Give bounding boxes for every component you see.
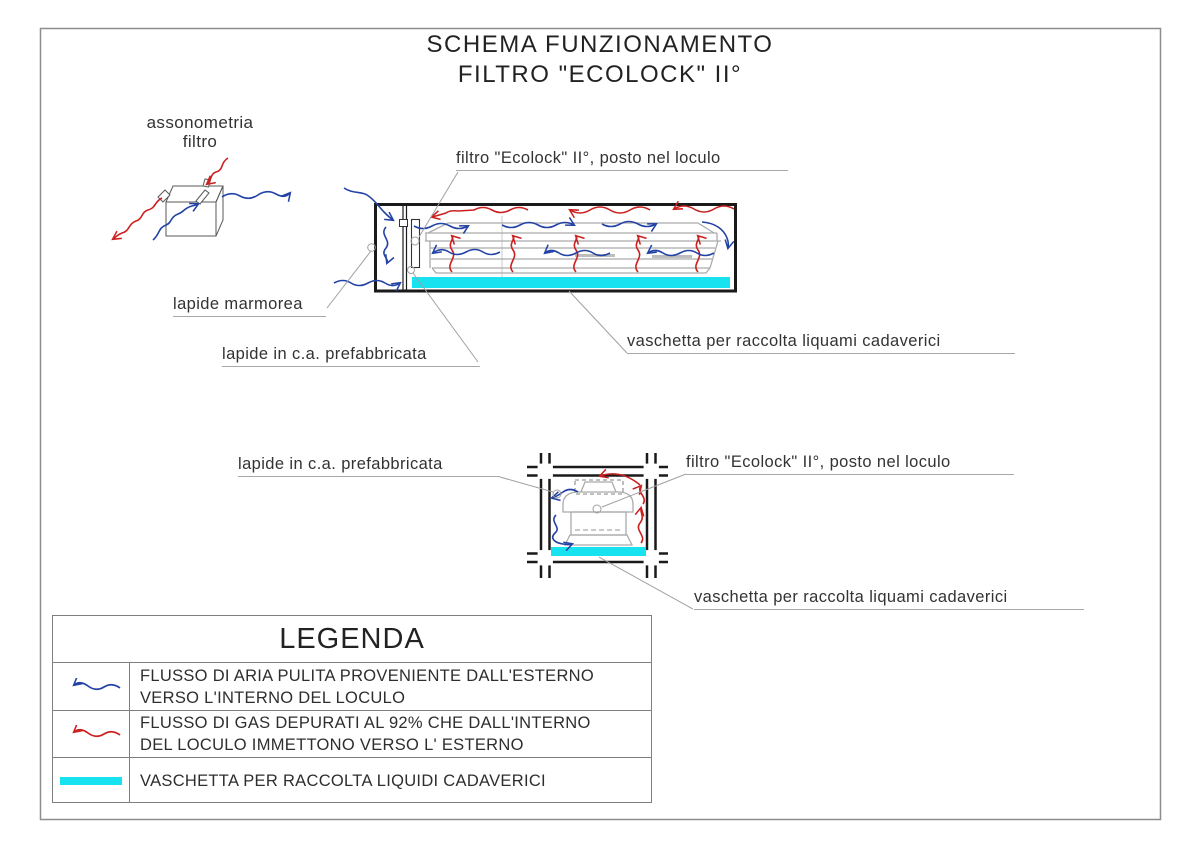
legend-title: LEGENDA	[53, 616, 651, 663]
blue-wavy-arrow-icon	[53, 663, 130, 710]
page-border	[39, 27, 1162, 821]
main-section-air-flow-arrows	[333, 187, 735, 292]
axonometric-air-flow-arrows	[152, 190, 292, 241]
axonometric-filter-cube	[157, 178, 224, 237]
leader-lines	[326, 171, 694, 610]
legend-box: LEGENDA FLUSSO DI ARIA PULITA PROVENIENT…	[52, 615, 652, 803]
vaschetta-strip-main	[412, 277, 730, 288]
cross-section-wall-joints	[537, 463, 659, 566]
label-axonometry: assonometria filtro	[118, 113, 282, 151]
label-axonometry-line2: filtro	[182, 132, 218, 151]
vaschetta-strip-cross	[551, 547, 646, 556]
cross-section-wall-grid	[527, 453, 668, 578]
filter-hidden-outline	[574, 479, 624, 495]
label-filter-bottom: filtro "Ecolock" II°, posto nel loculo	[686, 452, 1014, 475]
title-line-2: FILTRO "ECOLOCK" II°	[457, 61, 743, 88]
title-line-1: SCHEMA FUNZIONAMENTO	[426, 31, 774, 58]
legend-row: FLUSSO DI ARIA PULITA PROVENIENTE DALL'E…	[53, 663, 651, 711]
label-lapide-marmorea: lapide marmorea	[173, 294, 326, 317]
label-lapide-ca-bottom: lapide in c.a. prefabbricata	[238, 454, 500, 477]
cross-section-gas-flow-arrows	[597, 468, 645, 544]
legend-text: FLUSSO DI ARIA PULITA PROVENIENTE DALL'E…	[140, 666, 595, 707]
label-vaschetta-top: vaschetta per raccolta liquami cadaveric…	[627, 331, 1015, 354]
legend-text: FLUSSO DI GAS DEPURATI AL 92% CHE DALL'I…	[140, 714, 591, 754]
label-filter-top: filtro "Ecolock" II°, posto nel loculo	[456, 148, 788, 171]
cyan-bar-icon	[53, 758, 130, 803]
legend-text: VASCHETTA PER RACCOLTA LIQUIDI CADAVERIC…	[140, 771, 546, 790]
axonometric-gas-flow-arrows	[111, 157, 229, 241]
coffin-front-outline	[562, 479, 634, 546]
filter-wall-port	[399, 219, 408, 227]
coffin-plan-outline	[425, 222, 721, 274]
legend-row: FLUSSO DI GAS DEPURATI AL 92% CHE DALL'I…	[53, 711, 651, 758]
label-vaschetta-bottom: vaschetta per raccolta liquami cadaveric…	[694, 587, 1084, 610]
label-lapide-ca-top: lapide in c.a. prefabbricata	[222, 344, 480, 367]
main-section-gas-flow-arrows	[429, 200, 735, 273]
label-axonometry-line1: assonometria	[146, 113, 254, 132]
page-title: SCHEMA FUNZIONAMENTO FILTRO "ECOLOCK" II…	[0, 30, 1200, 90]
legend-row: VASCHETTA PER RACCOLTA LIQUIDI CADAVERIC…	[53, 758, 651, 803]
red-wavy-arrow-icon	[53, 711, 130, 757]
